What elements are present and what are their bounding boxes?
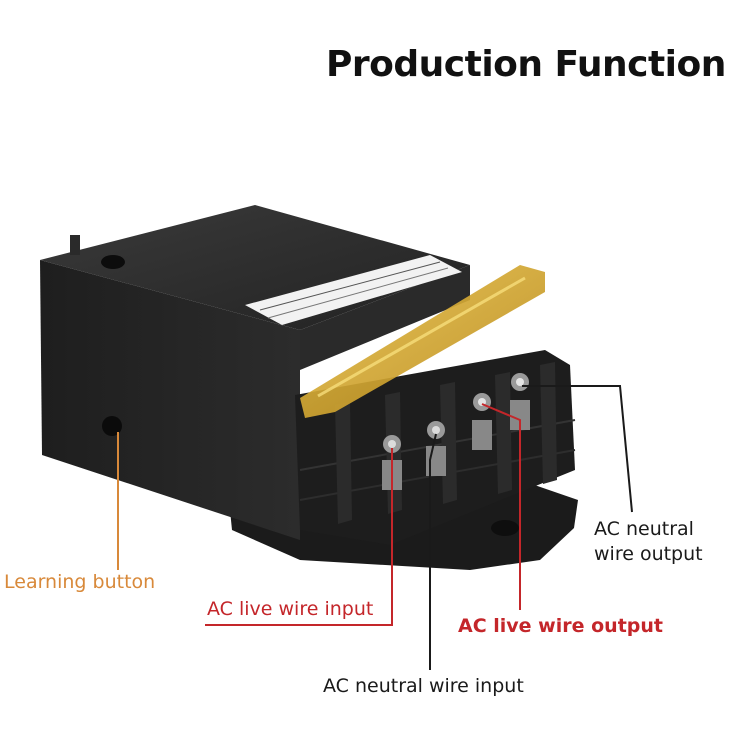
- neutral-input-label: AC neutral wire input: [323, 675, 524, 697]
- pointer-neutral-output: [522, 385, 633, 513]
- page-title: Production Function: [326, 44, 726, 85]
- pointer-live-input: [205, 448, 393, 626]
- antenna-stub: [70, 235, 80, 255]
- pointer-live-output: [481, 403, 521, 610]
- top-hole: [101, 255, 125, 269]
- pointer-neutral-input: [429, 433, 437, 670]
- neutral-output-line1: AC neutral: [594, 518, 694, 540]
- learning-button-icon: [102, 416, 122, 436]
- learning-button-label: Learning button: [4, 571, 156, 593]
- box-front: [40, 260, 300, 540]
- terminal-cover: [300, 265, 545, 418]
- box-right: [300, 265, 470, 370]
- mounting-hole: [491, 520, 519, 536]
- label-sticker: [245, 255, 462, 325]
- live-output-label: AC live wire output: [458, 615, 663, 637]
- live-input-label: AC live wire input: [207, 598, 374, 620]
- neutral-output-line2: wire output: [594, 543, 703, 565]
- neutral-output-label: AC neutral wire output: [594, 517, 703, 567]
